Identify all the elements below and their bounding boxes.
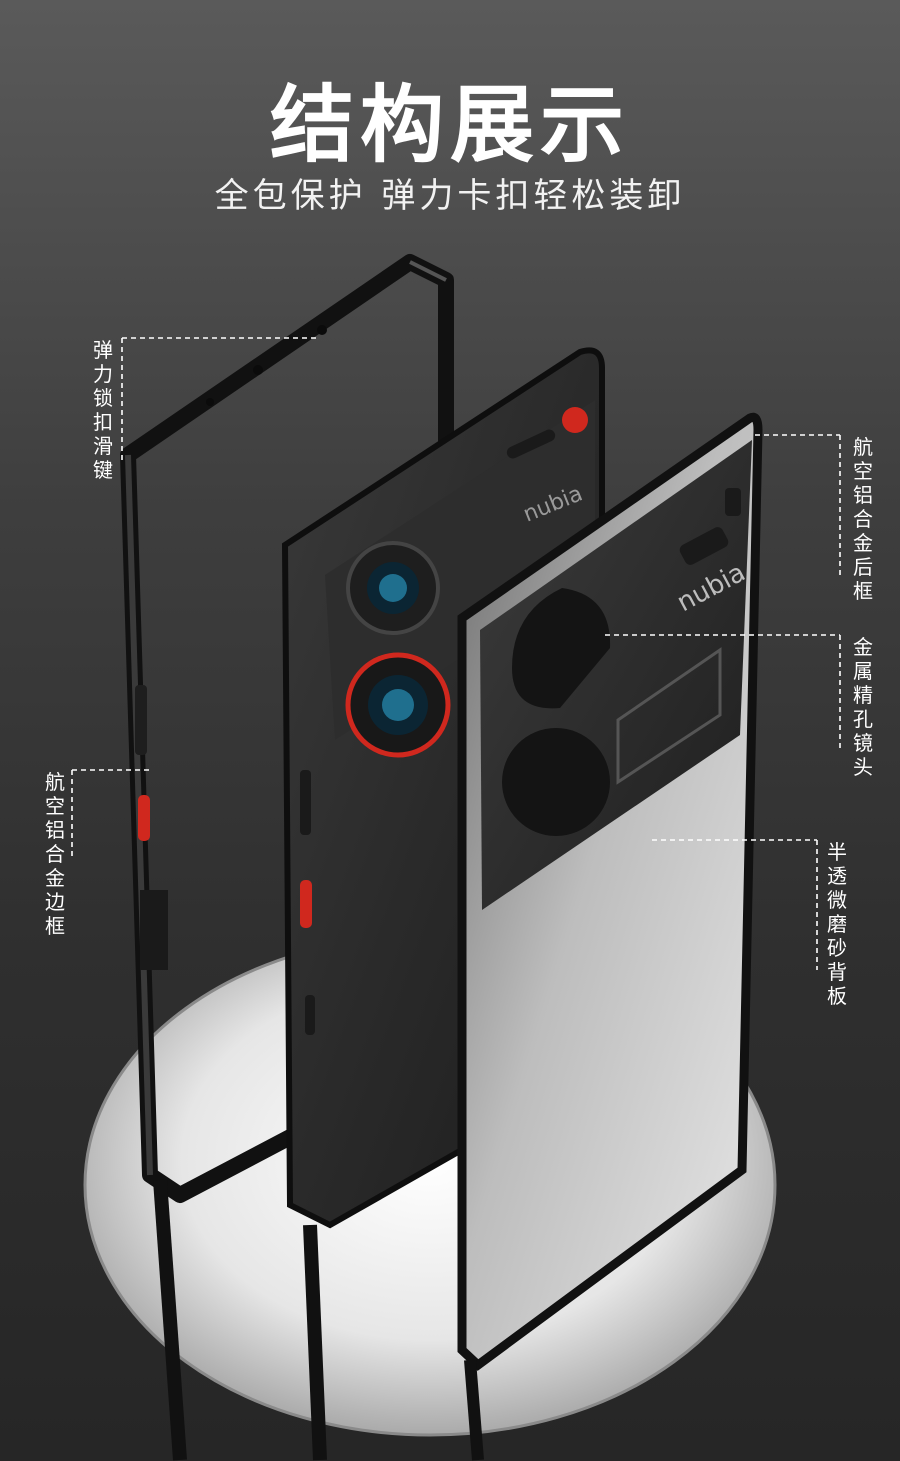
label-aluminum-back-frame: 航空铝合金后框	[853, 435, 873, 603]
back-case: nubia	[457, 412, 763, 1461]
label-aluminum-side-frame: 航空铝合金边框	[45, 770, 65, 938]
lens-hole-large	[502, 728, 610, 836]
red-badge	[562, 407, 588, 433]
page-title: 结构展示	[269, 76, 630, 174]
label-frosted-back-panel: 半透微磨砂背板	[827, 840, 847, 1008]
label-metal-lens-hole: 金属精孔镜头	[853, 635, 873, 779]
lens-hole-upper	[512, 588, 611, 709]
page-subtitle: 全包保护 弹力卡扣轻松装卸	[214, 176, 686, 216]
label-spring-lock-slider: 弹力锁扣滑键	[93, 338, 113, 482]
phone-body: nubia	[281, 347, 605, 1461]
guide-lines	[71, 337, 841, 970]
